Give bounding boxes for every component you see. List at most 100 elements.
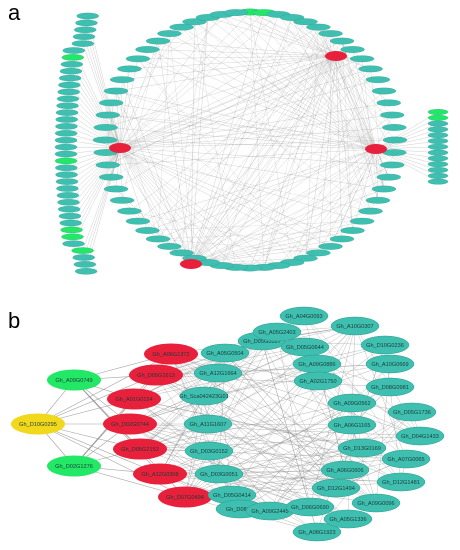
edge: [264, 55, 337, 268]
node-label: Gh_A10G0669: [371, 362, 408, 368]
edge: [224, 352, 337, 489]
network-node-green: [60, 226, 83, 234]
network-node-teal: Gh_A07G0065: [381, 449, 431, 469]
edge: [190, 58, 363, 265]
network-node: [56, 102, 79, 109]
edge: [190, 49, 353, 265]
node-shape: [320, 460, 370, 480]
edge: [137, 55, 337, 59]
edge: [115, 90, 377, 150]
edge: [157, 40, 337, 57]
network-node-teal: Gh_D12G1481: [376, 472, 426, 492]
network-node: [72, 33, 96, 40]
network-node: [56, 95, 80, 103]
node-shape: [133, 463, 187, 485]
node-shape: [337, 438, 387, 458]
edge: [157, 21, 306, 240]
edge: [116, 55, 337, 92]
edge: [137, 55, 337, 222]
edge: [119, 14, 279, 149]
node-label: Gh_D10G0295: [19, 422, 57, 428]
node-label: Gh_A06G1372: [152, 352, 189, 358]
edge: [115, 90, 159, 239]
network-node-teal: Gh_A12G1664: [193, 363, 243, 383]
edge: [208, 450, 271, 512]
network-node: [358, 207, 383, 215]
edge: [190, 164, 393, 265]
edge: [119, 147, 343, 240]
network-node: [58, 74, 82, 82]
node-shape: [387, 402, 437, 422]
network-node: [349, 217, 375, 225]
node-label: Gh_D03G0051: [200, 472, 238, 478]
node-label: Gh_A06G0606: [326, 468, 363, 474]
network-node: [318, 30, 343, 37]
edge: [218, 325, 356, 475]
edge: [375, 111, 439, 150]
edge: [207, 423, 337, 489]
edge: [115, 90, 192, 265]
edge: [111, 102, 121, 149]
node-label: Gh_A12G0308: [141, 472, 178, 478]
edge: [139, 372, 219, 450]
edge: [169, 33, 195, 259]
network-node-red: Gh_D05G2152: [113, 438, 167, 460]
node-label: Gh_A05G0504: [206, 351, 243, 357]
node-shape: [330, 316, 380, 336]
edge: [121, 79, 192, 265]
edge: [111, 49, 353, 178]
edge: [335, 55, 353, 231]
edge: [69, 77, 121, 149]
network-node: [293, 18, 318, 26]
edge: [111, 102, 331, 247]
edge: [119, 147, 251, 269]
network-node: [145, 235, 171, 243]
edge: [37, 423, 186, 498]
network-node-green: [54, 157, 78, 165]
network-node: [427, 149, 449, 156]
edge: [291, 139, 396, 263]
node-label: Gh_Sca042423G01: [179, 394, 228, 400]
node-shape: [144, 343, 198, 365]
network-node: [427, 138, 449, 144]
node-shape: [107, 388, 161, 410]
edge: [119, 40, 159, 149]
network-node-teal: Gh_A10G0669: [365, 354, 415, 374]
edge: [119, 40, 343, 149]
node-label: Gh_A11G1607: [190, 422, 227, 428]
network-node-teal: Gh_Sca042423G01: [179, 386, 229, 406]
node-shape: [179, 386, 229, 406]
node-label: Gh_D03G0152: [190, 449, 228, 455]
edge: [170, 353, 319, 382]
panel-label-a: a: [8, 0, 21, 25]
network-node: [93, 124, 118, 131]
network-node: [427, 143, 449, 150]
edge: [335, 55, 389, 103]
edge: [119, 127, 395, 149]
edge: [119, 33, 170, 149]
edge: [119, 147, 384, 190]
edge: [119, 147, 182, 253]
network-node-teal: Gh_A04G0093: [279, 306, 329, 326]
node-label: Gh_D05G1613: [137, 373, 175, 379]
node-shape: [252, 322, 302, 342]
edge: [249, 148, 377, 269]
node-label: Gh_A12G1664: [199, 371, 236, 377]
edge: [361, 58, 379, 201]
network-node-green: [71, 247, 94, 254]
panel-b-network: Gh_D10G0295Gh_A09G0749Gh_D02G1276Gh_A06G…: [11, 306, 445, 542]
network-node-teal: Gh_D10G0236: [360, 335, 410, 355]
network-node: [109, 196, 135, 204]
network-node: [58, 205, 81, 213]
network-node: [103, 185, 129, 193]
network-node: [376, 99, 401, 107]
edge: [261, 340, 337, 489]
edge: [137, 58, 306, 259]
edge: [129, 423, 421, 437]
network-node: [99, 99, 124, 107]
edge: [159, 473, 377, 504]
edge: [318, 27, 377, 150]
edge: [190, 230, 353, 265]
node-shape: [351, 493, 401, 513]
edge: [190, 17, 209, 265]
